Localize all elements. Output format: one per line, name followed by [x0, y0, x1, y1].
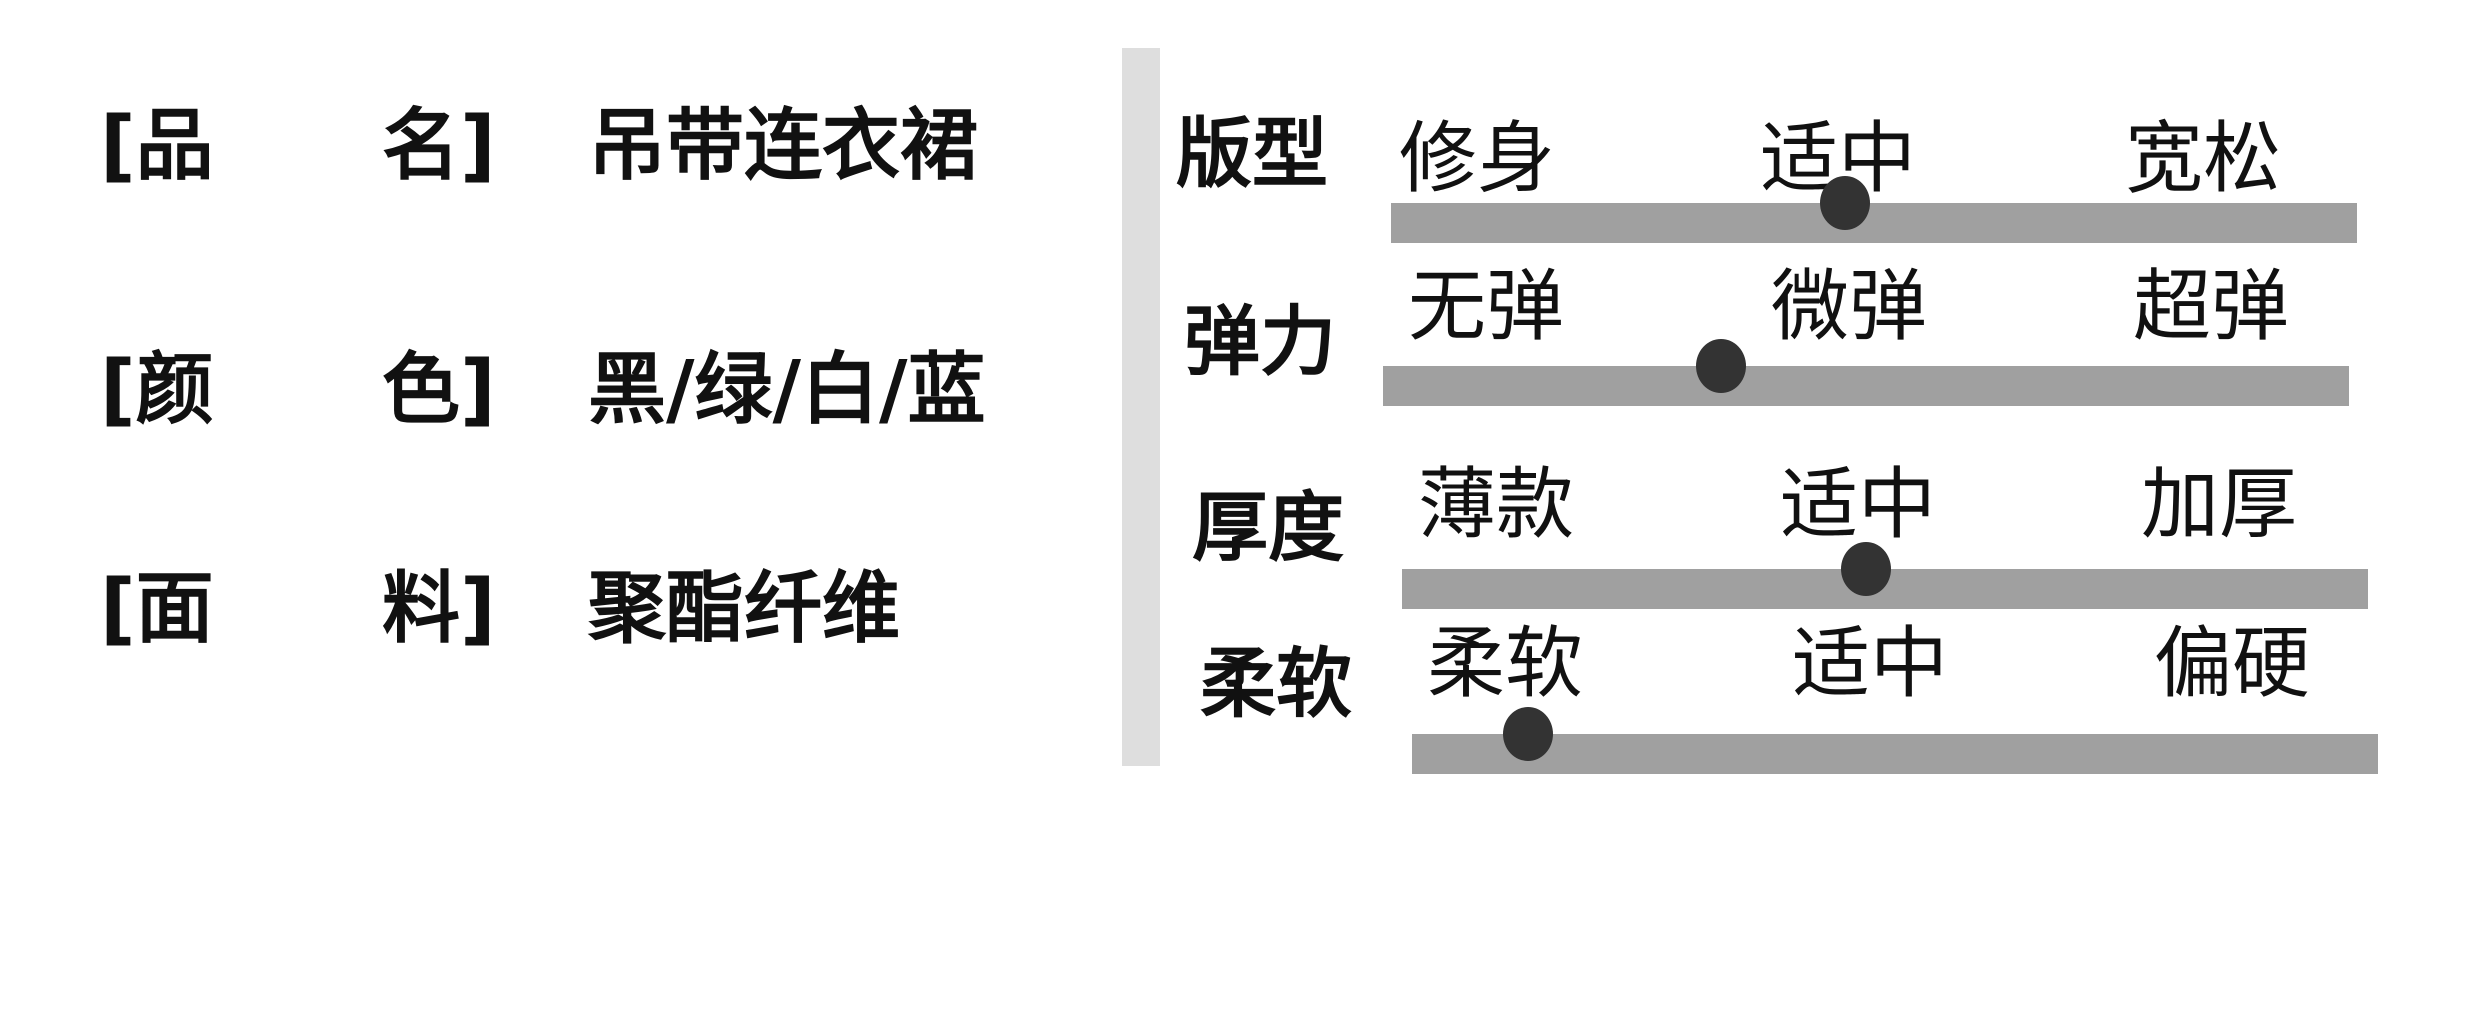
- attribute-label-softness: 柔软: [1200, 639, 1352, 728]
- option-label: 微弹: [1771, 262, 1928, 352]
- attribute-label-thickness: 厚度: [1192, 483, 1344, 572]
- scale-indicator-dot: [1502, 707, 1553, 761]
- option-label: 超弹: [2133, 262, 2290, 352]
- attribute-label-elasticity: 弹力: [1184, 297, 1336, 386]
- option-label: 偏硬: [2154, 619, 2311, 709]
- scale-bar-elasticity: [1383, 339, 2349, 406]
- divider: [1122, 48, 1160, 766]
- attribute-label-fit: 版型: [1176, 109, 1328, 198]
- spec-key-name-close: 名]: [382, 101, 496, 191]
- spec-key-fabric-open: [面: [100, 564, 214, 654]
- scale-indicator-dot: [1820, 176, 1871, 230]
- option-label: 加厚: [2141, 460, 2298, 550]
- spec-key-color-close: 色]: [382, 345, 496, 435]
- option-label: 柔软: [1427, 619, 1584, 709]
- option-label: 薄款: [1418, 460, 1575, 550]
- spec-key-color-open: [颜: [100, 345, 214, 435]
- scale-bar-thickness: [1402, 542, 2368, 609]
- option-label: 修身: [1399, 114, 1556, 204]
- option-label: 适中: [1780, 460, 1937, 550]
- option-label: 宽松: [2125, 114, 2282, 204]
- spec-value-fabric: 聚酯纤维: [588, 564, 901, 654]
- scale-indicator-dot: [1696, 339, 1747, 393]
- spec-value-name: 吊带连衣裙: [588, 101, 979, 191]
- scale-bar-fit: [1391, 176, 2357, 243]
- option-label: 无弹: [1408, 262, 1565, 352]
- spec-value-color: 黑/绿/白/蓝: [588, 345, 986, 435]
- scale-indicator-dot: [1840, 542, 1891, 596]
- scale-bar-softness: [1412, 707, 2378, 774]
- spec-key-name-open: [品: [100, 101, 214, 191]
- spec-key-fabric-close: 料]: [382, 564, 496, 654]
- option-label: 适中: [1792, 619, 1949, 709]
